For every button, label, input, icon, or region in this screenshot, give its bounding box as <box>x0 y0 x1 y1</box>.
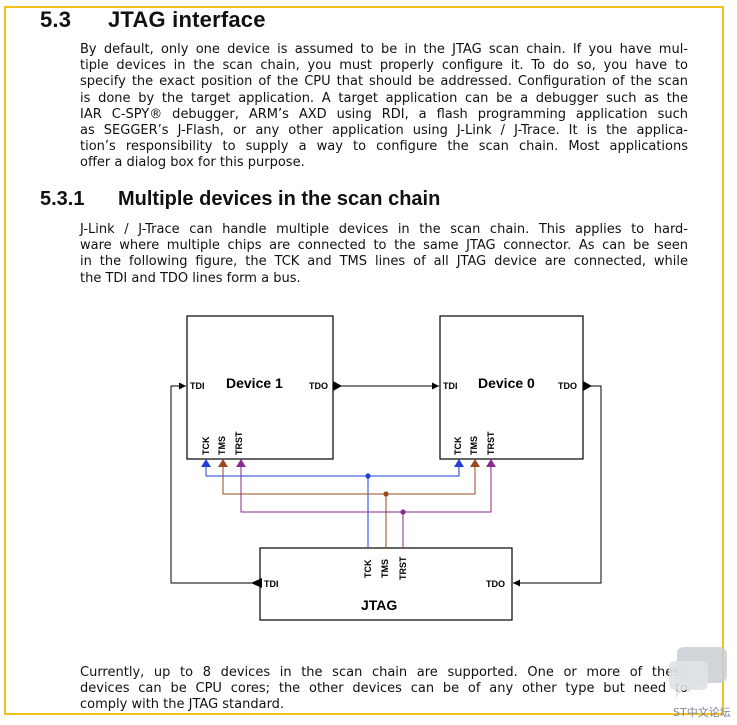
closing-paragraph: Currently, up to 8 devices in the scan c… <box>80 665 688 714</box>
description-paragraph: J-Link / J-Trace can handle multiple dev… <box>80 222 688 287</box>
text-line: comply with the JTAG standard. <box>80 697 285 713</box>
text-line: specify the exact position of the CPU th… <box>80 74 688 90</box>
tck-bus <box>201 459 464 548</box>
text-line: devices can be CPU cores; the other devi… <box>80 681 688 697</box>
jtag-trst-label: TRST <box>398 556 408 580</box>
section-title: JTAG interface <box>108 7 266 32</box>
text-line: is done by the target application. A tar… <box>80 90 688 106</box>
section-number: 5.3 <box>40 7 72 32</box>
text-line: tion’s responsibility to supply a way to… <box>80 139 688 155</box>
jtag-tdi-label: TDI <box>264 579 279 589</box>
chat-bubble-icon <box>669 647 727 698</box>
device0-tdo-label: TDO <box>558 381 577 391</box>
tms-bus <box>218 459 480 548</box>
subsection-title: Multiple devices in the scan chain <box>118 188 441 210</box>
jtag-box <box>259 547 513 621</box>
text-line: ware where multiple chips are connected … <box>80 238 688 254</box>
jtag-tdi-to-device1-line <box>170 382 260 584</box>
text-line: tiple devices in the scan chain, you mus… <box>80 58 688 74</box>
subsection-heading: 5.3.1 Multiple devices in the scan chain <box>40 188 440 211</box>
forum-watermark: ST中文论坛 <box>667 645 731 723</box>
device1-tdi-label: TDI <box>190 381 205 391</box>
device0-tdo-arrowhead <box>583 381 592 391</box>
device0-tdi-label: TDI <box>443 381 458 391</box>
device1-tck-label: TCK <box>201 436 211 455</box>
device0-name: Device 0 <box>478 375 535 391</box>
text-line: J-Link / J-Trace can handle multiple dev… <box>80 222 688 237</box>
device0-box <box>439 315 584 460</box>
subsection-number: 5.3.1 <box>40 188 85 210</box>
device1-tms-label: TMS <box>217 436 227 455</box>
watermark-text: ST中文论坛 <box>673 706 731 719</box>
jtag-tdi-arrowhead <box>251 578 262 588</box>
text-line: Currently, up to 8 devices in the scan c… <box>80 665 688 680</box>
device1-box <box>186 315 334 460</box>
text-line: the TDI and TDO lines form a bus. <box>80 270 301 286</box>
device0-tck-label: TCK <box>453 436 463 455</box>
trst-bus <box>236 459 496 548</box>
device0-trst-label: TRST <box>486 431 496 455</box>
device1-name: Device 1 <box>226 375 283 391</box>
device1-trst-label: TRST <box>234 431 244 455</box>
jtag-tdo-label: TDO <box>486 579 505 589</box>
jtag-tms-label: TMS <box>380 559 390 578</box>
jtag-tck-label: TCK <box>363 559 373 578</box>
jtag-name: JTAG <box>361 597 397 613</box>
section-heading: 5.3 JTAG interface <box>40 7 266 33</box>
device1-tdo-label: TDO <box>309 381 328 391</box>
device0-tms-label: TMS <box>469 436 479 455</box>
text-line: as SEGGER’s J-Flash, or any other applic… <box>80 123 688 139</box>
text-line: By default, only one device is assumed t… <box>80 42 688 57</box>
text-line: offer a dialog box for this purpose. <box>80 155 305 171</box>
page-frame <box>4 6 724 715</box>
device1-tdo-arrowhead <box>333 381 342 391</box>
intro-paragraph: By default, only one device is assumed t… <box>80 42 688 172</box>
text-line: in the following figure, the TCK and TMS… <box>80 254 688 270</box>
text-line: IAR C-SPY® debugger, ARM’s AXD using RDI… <box>80 106 688 122</box>
